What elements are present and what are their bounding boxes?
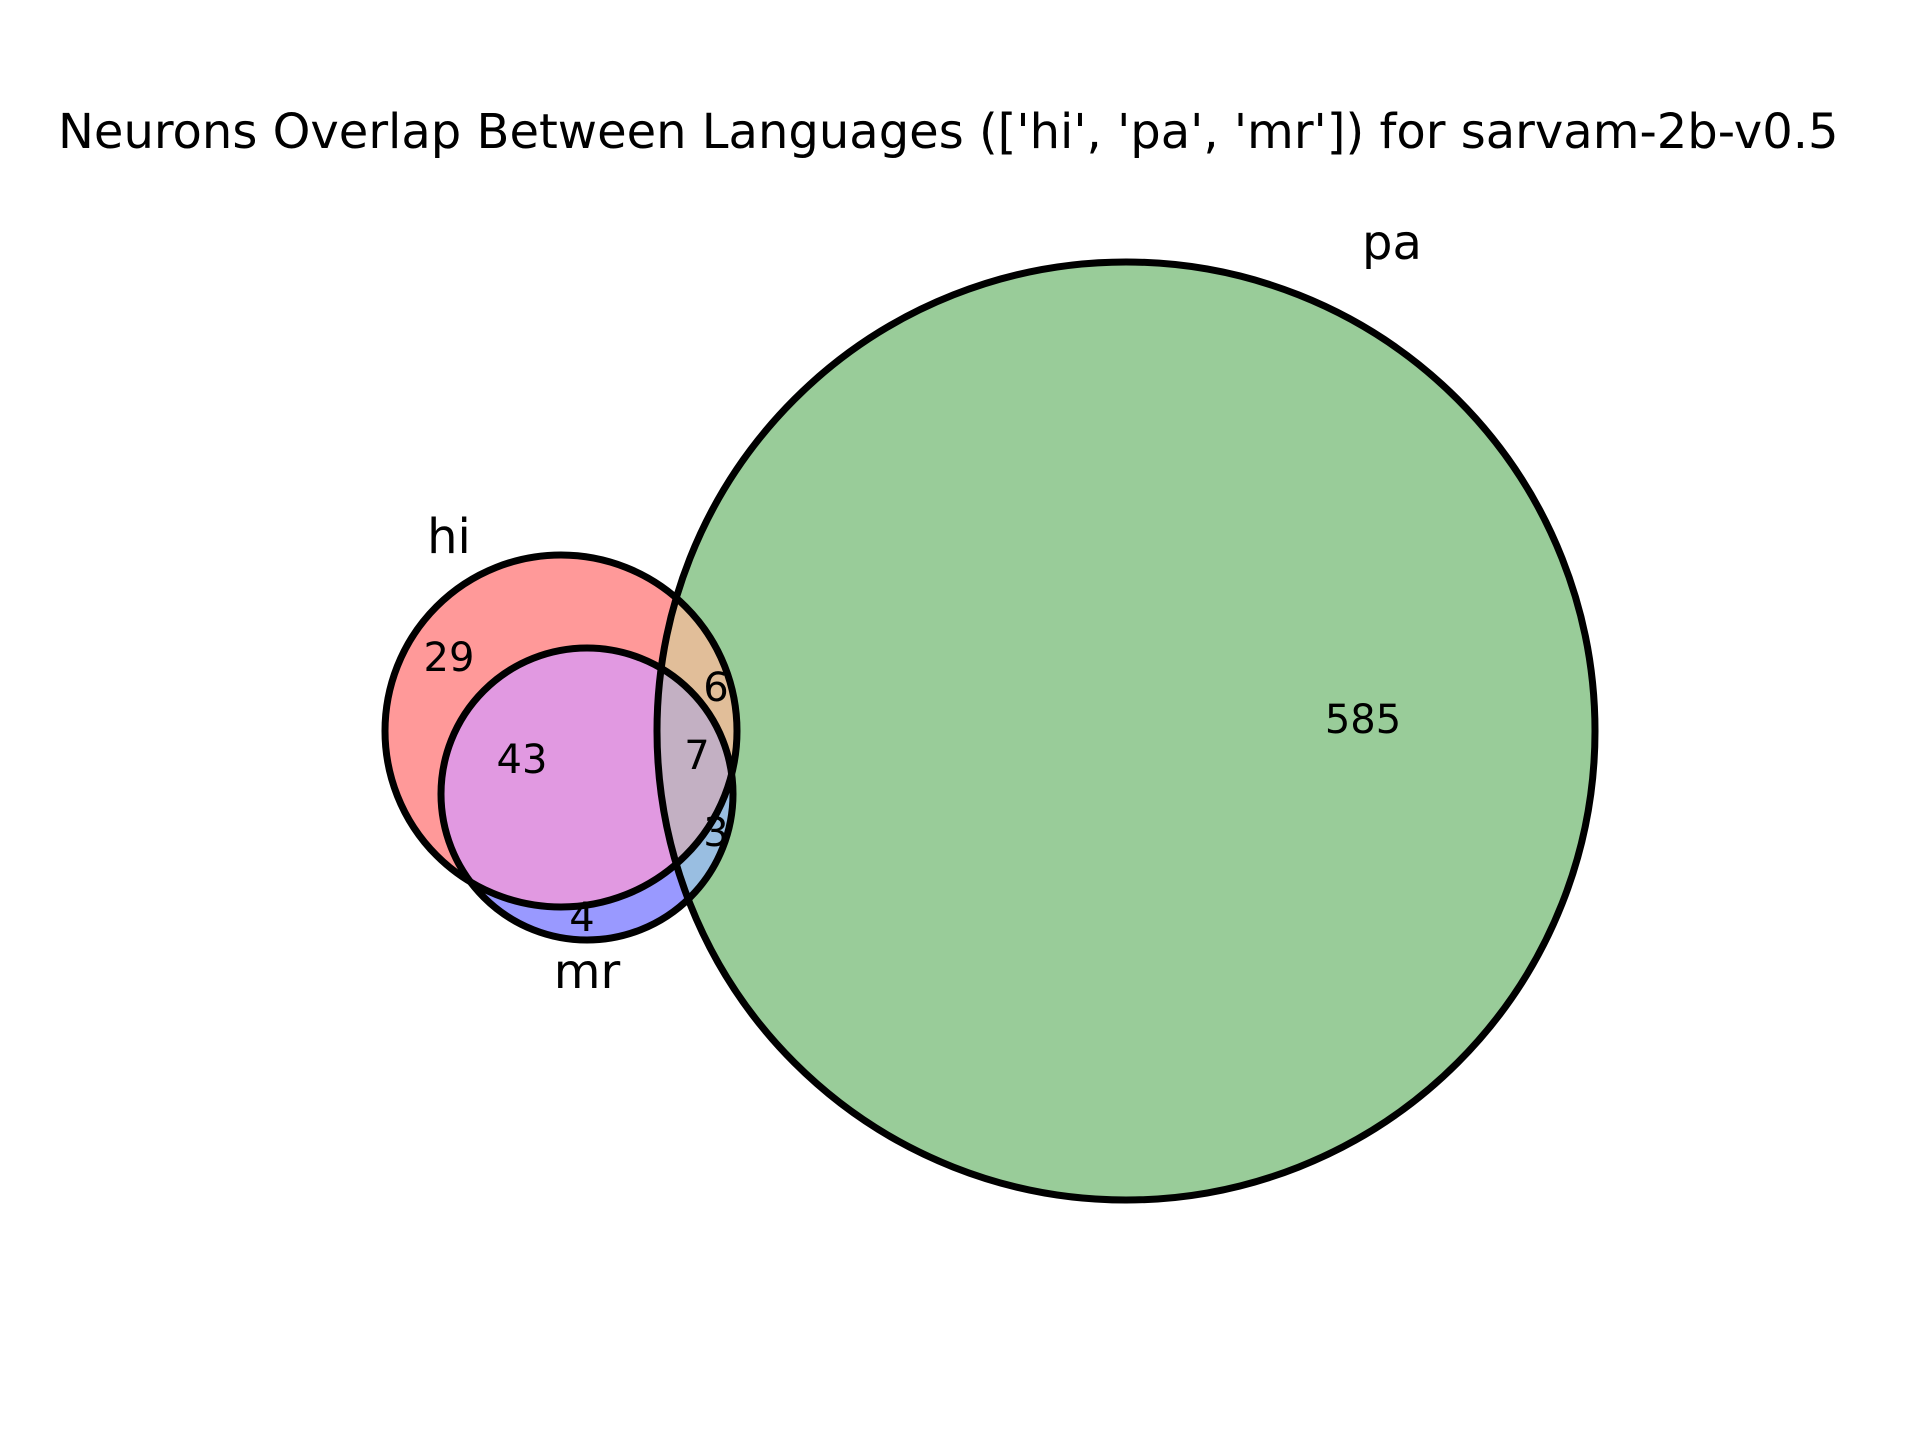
circle-mr-outline (437, 644, 737, 944)
set-label-mr: mr (554, 944, 621, 1000)
circle-hi-outline (381, 551, 741, 911)
region-label-hi: 29 (424, 635, 475, 681)
region-labels: 29 585 4 6 43 3 7 (424, 635, 1402, 941)
region-label-hi-mr: 43 (497, 737, 548, 783)
set-labels: hi pa mr (427, 215, 1422, 1000)
region-label-mr: 4 (569, 895, 594, 941)
region-pa-fill (657, 262, 1595, 1200)
circle-pa-outline (653, 258, 1599, 1204)
circle-outlines (381, 258, 1599, 1204)
set-label-hi: hi (427, 509, 471, 565)
region-label-hi-pa: 6 (703, 665, 728, 711)
chart-title: Neurons Overlap Between Languages (['hi'… (58, 104, 1839, 160)
region-label-pa: 585 (1325, 697, 1401, 743)
set-label-pa: pa (1362, 215, 1422, 271)
region-fills (385, 262, 1595, 1200)
region-label-hi-pa-mr: 7 (684, 733, 709, 779)
region-label-pa-mr: 3 (703, 810, 728, 856)
